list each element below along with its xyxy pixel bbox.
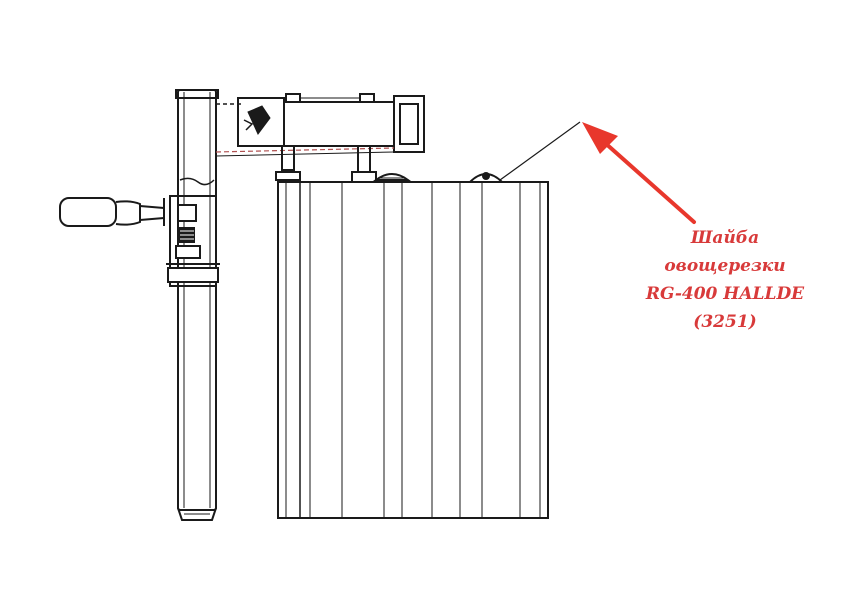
top-arm bbox=[215, 93, 425, 183]
washer-bolt-highlight bbox=[467, 172, 505, 183]
leader-line bbox=[499, 121, 581, 181]
red-arrow bbox=[582, 122, 696, 224]
side-handle bbox=[59, 197, 165, 227]
clamp-block bbox=[166, 195, 220, 287]
bolt-left bbox=[372, 173, 412, 181]
container-body bbox=[277, 181, 549, 519]
callout-line-3: RG-400 HALLDE bbox=[645, 284, 805, 304]
callout-line-4: (3251) bbox=[693, 312, 757, 332]
callout-line-1: Шайба bbox=[690, 228, 760, 248]
vertical-column bbox=[175, 89, 219, 521]
callout-line-2: овощерезки bbox=[664, 256, 786, 276]
callout-label: Шайба овощерезки RG-400 HALLDE (3251) bbox=[600, 224, 850, 336]
